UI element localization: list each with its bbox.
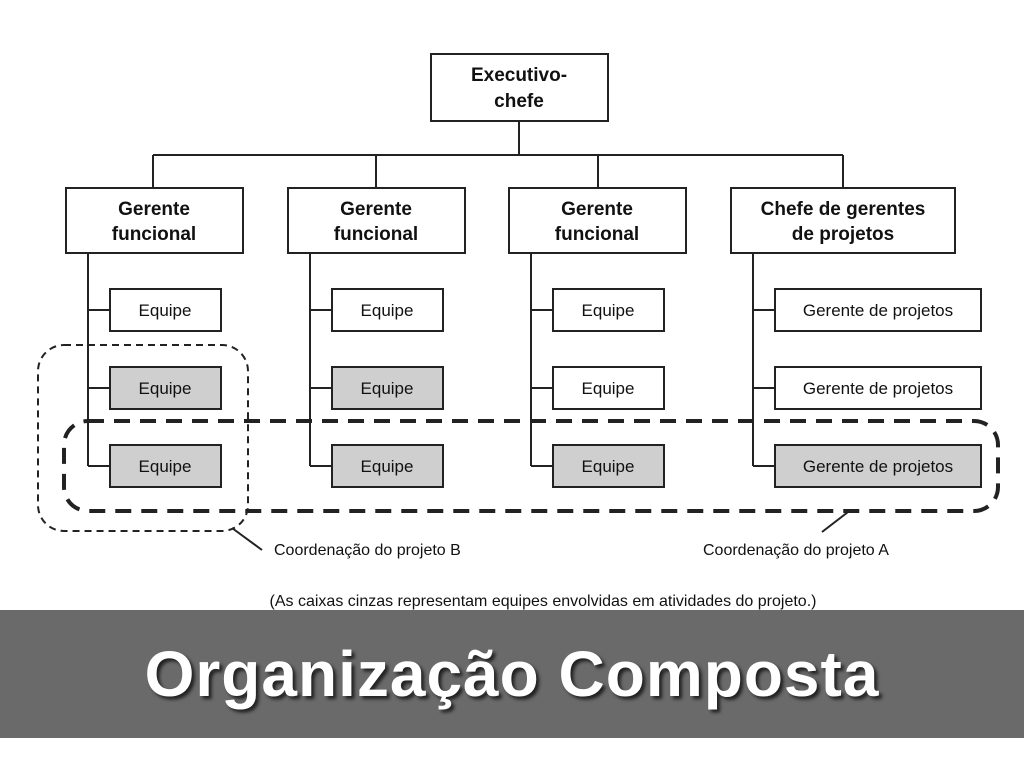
team-label: Equipe (361, 379, 414, 398)
team-box-gray (552, 444, 665, 488)
team-label: Equipe (582, 379, 635, 398)
manager-1-line2: funcional (112, 224, 196, 245)
manager-node-1: Gerente funcional (65, 187, 244, 254)
team-label: Equipe (582, 457, 635, 476)
pm-box-gray (774, 444, 982, 488)
manager-3-line1: Gerente (561, 199, 633, 220)
pm-box (774, 288, 982, 332)
manager-4-line2: de projetos (792, 224, 894, 245)
title-banner: Organização Composta (0, 610, 1024, 738)
team-box (552, 288, 665, 332)
slide-title: Organização Composta (144, 638, 880, 710)
executive-node: Executivo- chefe (430, 53, 609, 122)
manager-2-line1: Gerente (340, 199, 412, 220)
team-label: Equipe (139, 457, 192, 476)
project-b-leader (231, 527, 263, 551)
team-box-gray (331, 444, 444, 488)
org-chart: Executivo- chefe Gerente funcional Geren… (37, 53, 1000, 610)
coordination-a-label: Coordenação do projeto A (703, 542, 889, 559)
pm-box (774, 366, 982, 410)
team-box (109, 288, 222, 332)
project-a-leader (821, 511, 849, 533)
team-box-gray (331, 366, 444, 410)
team-box-gray (109, 366, 222, 410)
manager-1-line1: Gerente (118, 199, 190, 220)
team-box (331, 288, 444, 332)
manager-node-3: Gerente funcional (508, 187, 687, 254)
team-label: Equipe (139, 301, 192, 320)
team-box (552, 366, 665, 410)
pm-label: Gerente de projetos (803, 457, 953, 476)
connector-lines (87, 121, 844, 467)
manager-3-line2: funcional (555, 224, 639, 245)
manager-4-line1: Chefe de gerentes (761, 199, 926, 220)
team-label: Equipe (361, 457, 414, 476)
project-a-outline (62, 419, 1000, 513)
executive-label-line2: chefe (494, 91, 544, 112)
team-label: Equipe (582, 301, 635, 320)
manager-2-line2: funcional (334, 224, 418, 245)
legend-note: (As caixas cinzas representam equipes en… (270, 593, 817, 610)
manager-node-2: Gerente funcional (287, 187, 466, 254)
team-label: Equipe (361, 301, 414, 320)
executive-label-line1: Executivo- (471, 65, 567, 86)
team-label: Equipe (139, 379, 192, 398)
team-box-gray (109, 444, 222, 488)
pm-label: Gerente de projetos (803, 379, 953, 398)
pm-label: Gerente de projetos (803, 301, 953, 320)
coordination-b-label: Coordenação do projeto B (274, 542, 461, 559)
manager-node-4: Chefe de gerentes de projetos (730, 187, 956, 254)
project-b-outline (37, 344, 249, 532)
